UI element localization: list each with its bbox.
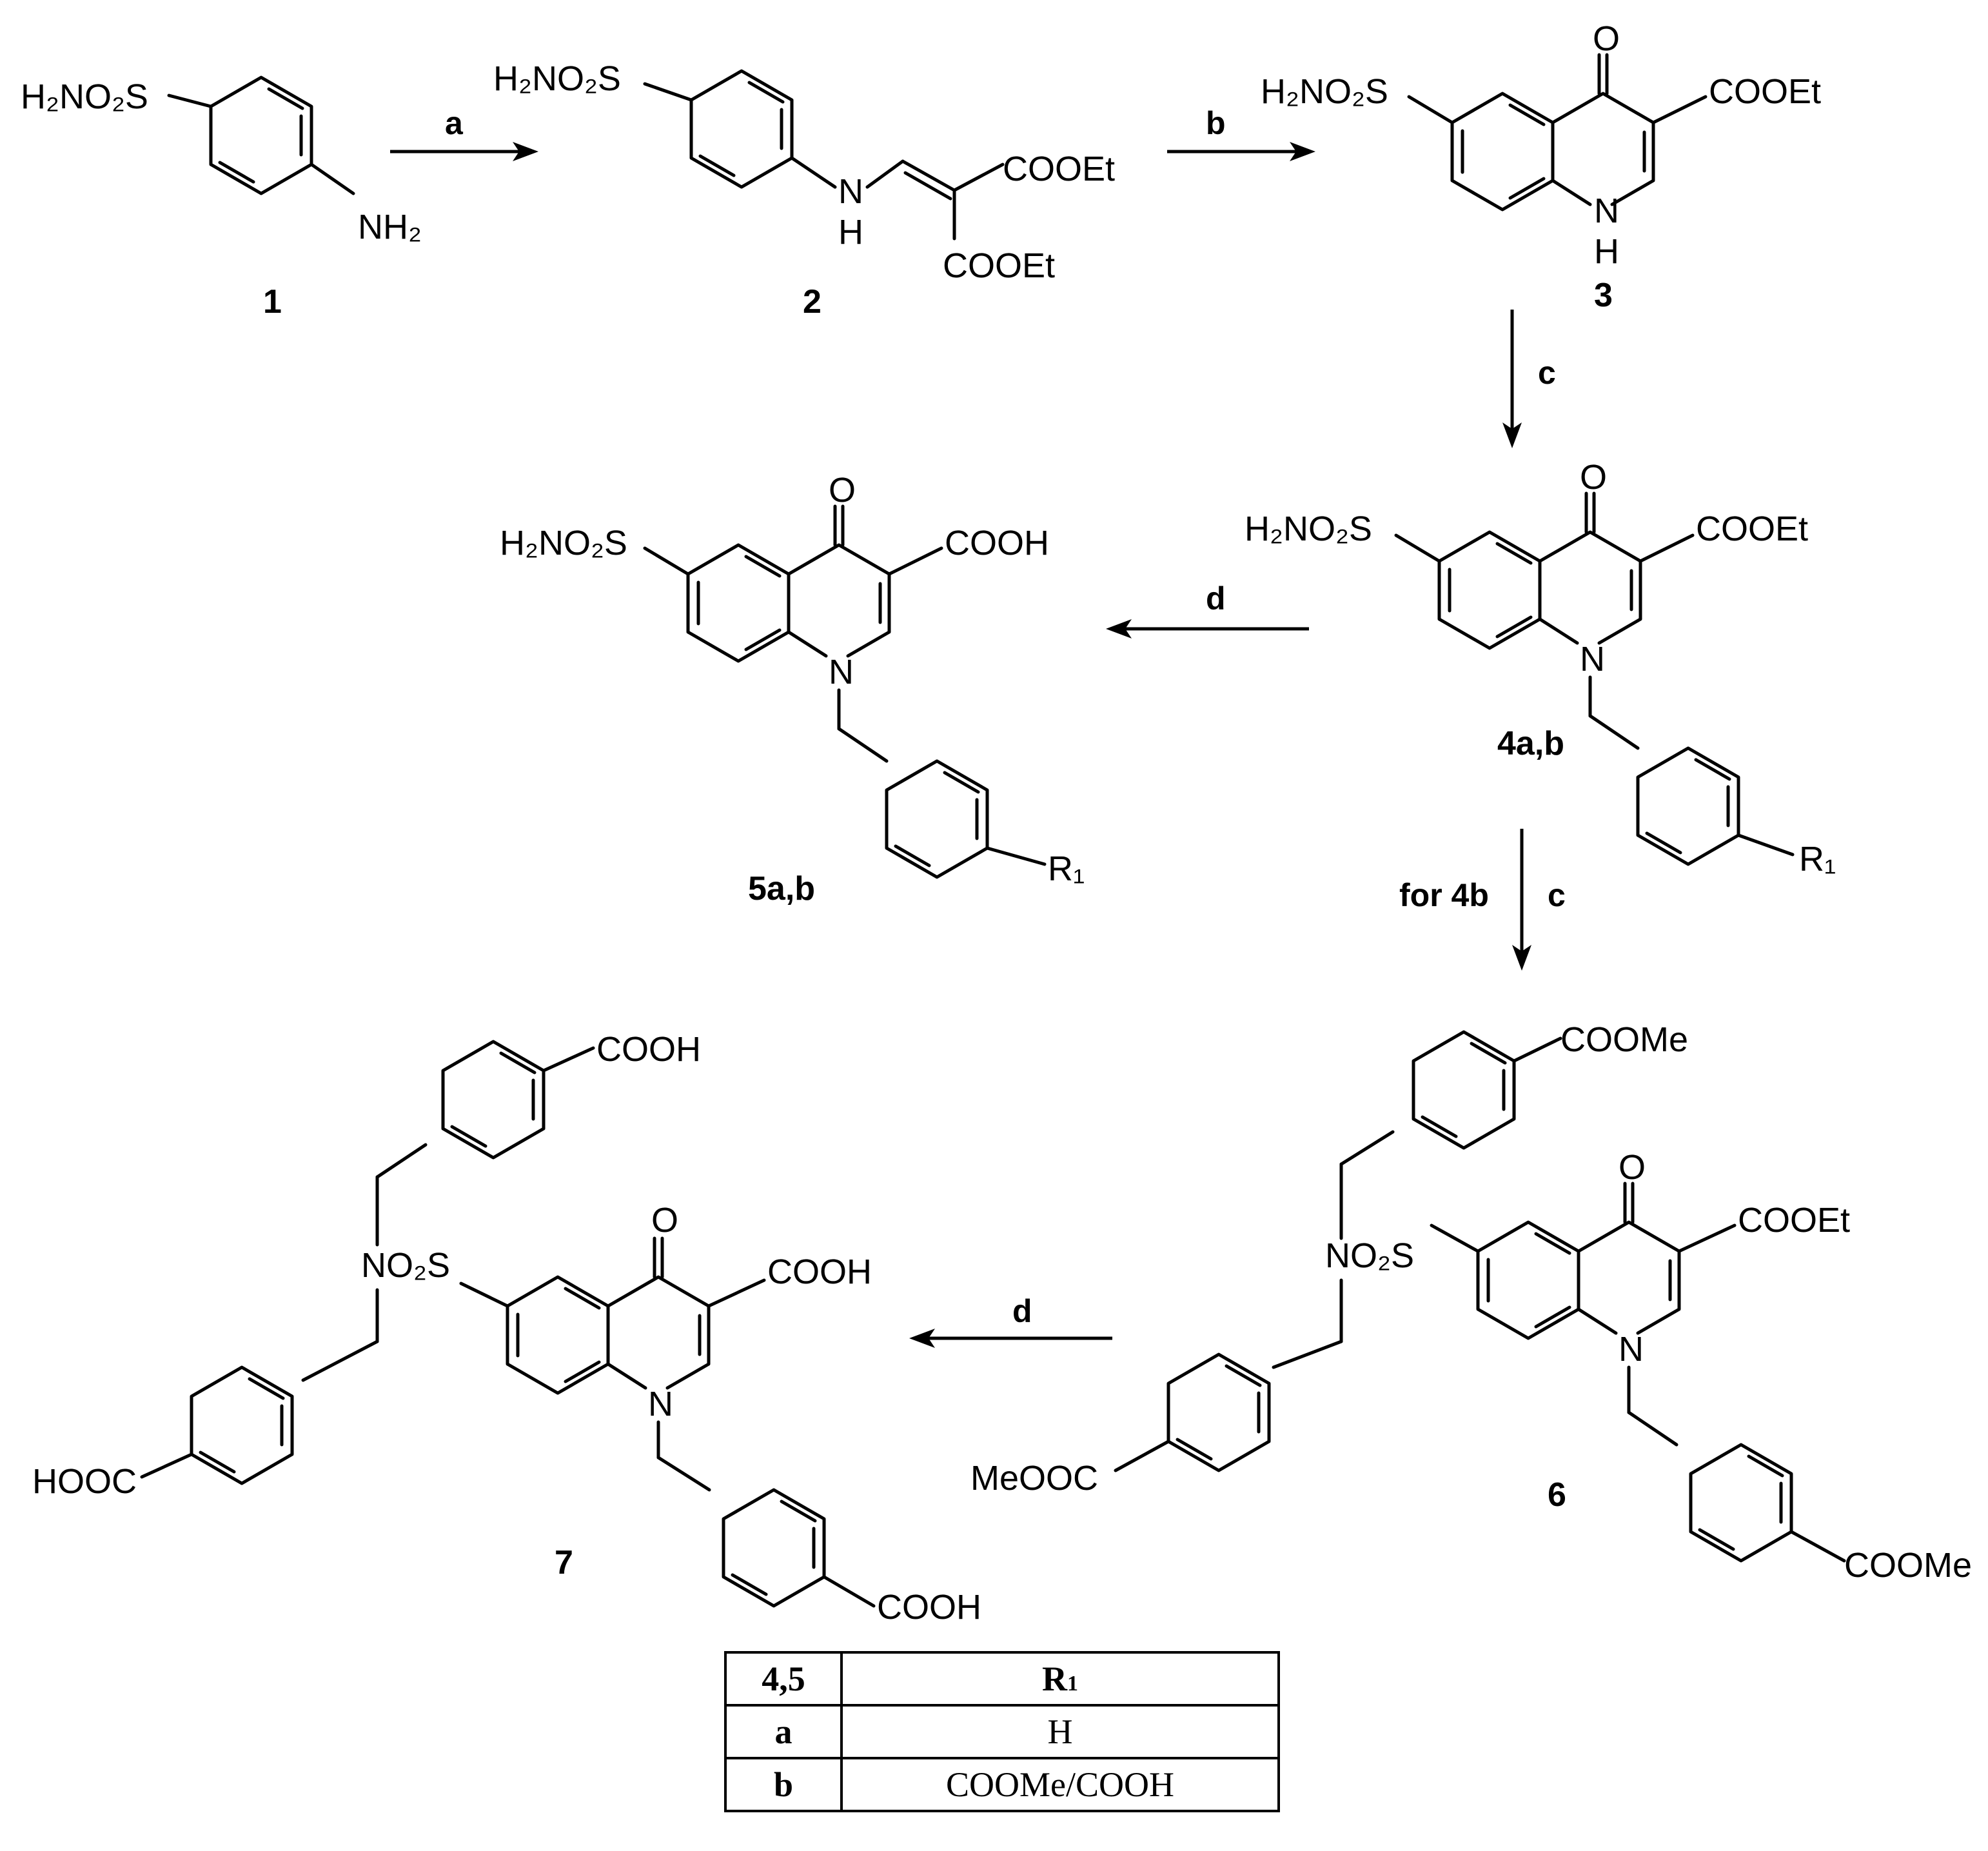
compound-5-ring-n: N (829, 653, 854, 691)
reagent-d-upper: d (1206, 580, 1226, 617)
compound-5-number: 5a,b (748, 870, 815, 907)
compound-6-ester: COOEt (1738, 1201, 1850, 1240)
compound-4-structure (1394, 493, 1795, 864)
reagent-c-4b: c (1548, 877, 1566, 913)
table-row: a H (724, 1704, 1280, 1759)
compound-6-left-group: MeOOC (970, 1459, 1098, 1498)
reagent-d-lower: d (1012, 1293, 1032, 1329)
compound-2-ester-top: COOEt (1003, 150, 1115, 188)
compound-1-amine: NH₂ (358, 208, 422, 246)
reagent-a: a (445, 105, 464, 141)
compound-4-substituent: H₂NO₂S (1245, 510, 1372, 548)
compound-3-number: 3 (1594, 277, 1613, 314)
compound-7-number: 7 (555, 1544, 573, 1581)
table-header-compound: 4,5 (724, 1651, 843, 1707)
table-cell-r1: H (840, 1704, 1280, 1759)
arrow-step-c-4b (1512, 829, 1531, 971)
table-cell-r1: COOMe/COOH (840, 1757, 1280, 1812)
compound-2-ester-bottom: COOEt (943, 246, 1055, 285)
compound-3-structure (1407, 55, 1708, 210)
compound-7-carbonyl: O (651, 1201, 678, 1240)
arrow-step-b (1167, 142, 1315, 161)
compound-3-carbonyl: O (1593, 19, 1620, 58)
compound-7-acid: COOH (767, 1252, 872, 1291)
compound-4-ester: COOEt (1696, 510, 1808, 548)
compound-1-number: 1 (263, 283, 282, 321)
table-row: b COOMe/COOH (724, 1757, 1280, 1812)
compound-1-substituent: H₂NO₂S (21, 77, 148, 116)
compound-4-number: 4a,b (1497, 725, 1564, 762)
compound-6-structure (1114, 1032, 1846, 1563)
compound-3-ring-h: H (1594, 232, 1619, 271)
compound-6-number: 6 (1548, 1476, 1566, 1514)
compound-5-carbonyl: O (829, 471, 856, 510)
compound-6-bottom-group: COOMe (1844, 1546, 1972, 1585)
reagent-c: c (1538, 355, 1556, 391)
substituent-table: 4,5 R1 a H b COOMe/COOH (724, 1651, 1280, 1812)
compound-6-top-group: COOMe (1560, 1020, 1688, 1059)
compound-6-sulfonyl: NO₂S (1325, 1236, 1414, 1275)
arrow-step-d-lower (909, 1329, 1112, 1348)
arrow-step-d-upper (1106, 619, 1309, 638)
compound-2-structure (643, 71, 1005, 241)
compound-6-carbonyl: O (1619, 1148, 1646, 1187)
compound-6-ring-n: N (1619, 1330, 1644, 1369)
compound-4-ring-n: N (1580, 640, 1605, 678)
reagent-b: b (1206, 105, 1226, 141)
compound-7-bottom-group: COOH (877, 1588, 981, 1627)
table-cell-compound: a (724, 1704, 843, 1759)
compound-4-r-group: R₁ (1799, 840, 1836, 878)
arrow-step-c (1502, 310, 1522, 448)
compound-4-carbonyl: O (1580, 458, 1607, 497)
compound-5-substituent: H₂NO₂S (500, 524, 627, 562)
compound-3-ester: COOEt (1709, 72, 1821, 111)
table-header-row: 4,5 R1 (724, 1651, 1280, 1707)
r1-subscript: 1 (1067, 1672, 1078, 1696)
compound-7-left-group: HOOC (32, 1462, 137, 1501)
compound-3-substituent: H₂NO₂S (1261, 72, 1388, 111)
compound-1-structure (167, 77, 355, 195)
compound-5-acid: COOH (945, 524, 1049, 562)
compound-3-ring-n: N (1594, 192, 1619, 230)
arrow-step-a (390, 142, 538, 161)
compound-2-nh-h: H (838, 213, 863, 252)
compound-2-substituent: H₂NO₂S (493, 59, 621, 98)
compound-7-top-group: COOH (596, 1030, 701, 1069)
reagent-condition-for-4b: for 4b (1399, 877, 1489, 913)
compound-5-r-group: R₁ (1048, 849, 1085, 888)
compound-7-structure (140, 1042, 876, 1608)
compound-2-number: 2 (803, 283, 822, 321)
table-header-r1: R1 (840, 1651, 1280, 1707)
compound-2-nh-n: N (838, 172, 863, 211)
compound-7-sulfonyl: NO₂S (361, 1246, 450, 1285)
compound-7-ring-n: N (648, 1385, 673, 1423)
compound-5-structure (643, 506, 1047, 877)
table-cell-compound: b (724, 1757, 843, 1812)
